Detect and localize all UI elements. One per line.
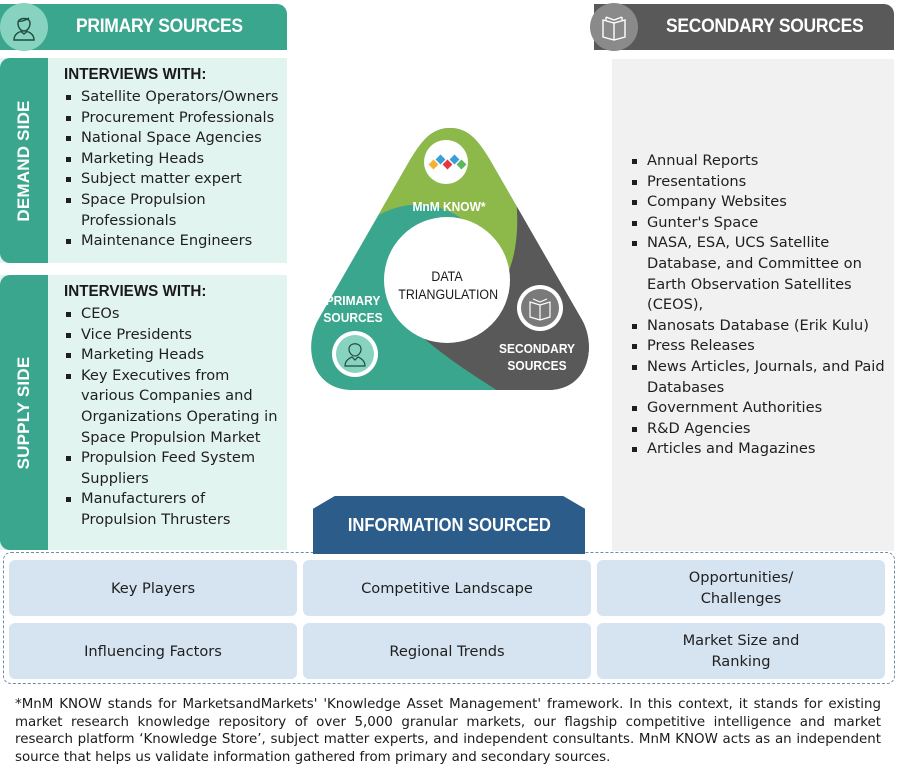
list-item: Company Websites bbox=[630, 192, 890, 213]
info-cell-label: Competitive Landscape bbox=[361, 579, 533, 597]
footnote: *MnM KNOW stands for MarketsandMarkets' … bbox=[15, 697, 881, 765]
supply-side-label: SUPPLY SIDE bbox=[14, 356, 33, 469]
list-item: News Articles, Journals, and Paid Databa… bbox=[630, 357, 890, 398]
info-cell-label: Regional Trends bbox=[389, 642, 505, 660]
demand-side-tab: DEMAND SIDE bbox=[0, 58, 48, 263]
info-cell: Influencing Factors bbox=[9, 623, 297, 679]
list-item: Procurement Professionals bbox=[64, 108, 283, 129]
info-cell-label: Key Players bbox=[110, 579, 196, 597]
person-icon bbox=[344, 343, 366, 367]
list-item: Marketing Heads bbox=[64, 345, 283, 366]
list-item: NASA, ESA, UCS Satellite Database, and C… bbox=[630, 233, 870, 315]
info-cell: Regional Trends bbox=[303, 623, 591, 679]
list-item: Manufacturers of Propulsion Thrusters bbox=[64, 489, 244, 530]
list-item: Marketing Heads bbox=[64, 149, 283, 170]
info-cell: Competitive Landscape bbox=[303, 560, 591, 616]
info-cell: Market Size and Ranking bbox=[597, 623, 885, 679]
triangle-graphic bbox=[311, 128, 589, 390]
secondary-sources-label: SECONDARY SOURCES bbox=[497, 340, 576, 374]
list-item: CEOs bbox=[64, 304, 283, 325]
list-item: Articles and Magazines bbox=[630, 439, 890, 460]
secondary-sources-panel: Annual Reports Presentations Company Web… bbox=[612, 59, 894, 551]
center-label-line2: TRIANGULATION bbox=[398, 287, 499, 302]
secondary-label-line1: SECONDARY bbox=[499, 341, 575, 356]
list-item: Satellite Operators/Owners bbox=[64, 87, 283, 108]
center-circle bbox=[384, 217, 510, 343]
information-sourced-title: INFORMATION SOURCED bbox=[347, 514, 551, 535]
secondary-header-icon-badge bbox=[590, 3, 638, 51]
information-sourced-tab: INFORMATION SOURCED bbox=[313, 496, 585, 554]
center-label-line1: DATA bbox=[431, 269, 463, 284]
list-item: Government Authorities bbox=[630, 398, 890, 419]
info-cell: Opportunities/ Challenges bbox=[597, 560, 885, 616]
list-item: National Space Agencies bbox=[64, 128, 283, 149]
primary-header-icon-badge bbox=[0, 3, 48, 51]
person-icon bbox=[13, 17, 35, 41]
list-item: Propulsion Feed System Suppliers bbox=[64, 448, 264, 489]
secondary-sources-header: SECONDARY SOURCES bbox=[590, 3, 894, 51]
list-item: Press Releases bbox=[630, 336, 890, 357]
supply-side-tab: SUPPLY SIDE bbox=[0, 275, 48, 550]
info-cell: Key Players bbox=[9, 560, 297, 616]
secondary-sources-title: SECONDARY SOURCES bbox=[666, 16, 864, 37]
list-item: Maintenance Engineers bbox=[64, 231, 283, 252]
primary-sources-label: PRIMARY SOURCES bbox=[321, 292, 385, 326]
primary-sources-title: PRIMARY SOURCES bbox=[76, 16, 243, 37]
list-item: Nanosats Database (Erik Kulu) bbox=[630, 316, 890, 337]
info-cell-label: Market Size and Ranking bbox=[682, 632, 800, 670]
demand-side-heading: INTERVIEWS WITH: bbox=[64, 66, 207, 83]
list-item: Space Propulsion Professionals bbox=[64, 190, 224, 231]
list-item: Annual Reports bbox=[630, 151, 890, 172]
list-item: Vice Presidents bbox=[64, 325, 283, 346]
secondary-sources-list: Annual Reports Presentations Company Web… bbox=[630, 151, 890, 460]
supply-side-list: CEOs Vice Presidents Marketing Heads Key… bbox=[64, 304, 283, 531]
demand-side-panel: DEMAND SIDE INTERVIEWS WITH: Satellite O… bbox=[0, 58, 287, 263]
info-cell-label: Influencing Factors bbox=[84, 642, 222, 660]
book-icon bbox=[529, 298, 551, 321]
demand-side-list: Satellite Operators/Owners Procurement P… bbox=[64, 87, 283, 252]
list-item: R&D Agencies bbox=[630, 419, 890, 440]
primary-label-line2: SOURCES bbox=[323, 310, 383, 325]
list-item: Presentations bbox=[630, 172, 890, 193]
mnm-know-label: MnM KNOW* bbox=[412, 199, 486, 214]
list-item: Key Executives from various Companies an… bbox=[64, 366, 279, 448]
info-cell-label: Opportunities/ Challenges bbox=[688, 569, 794, 607]
data-triangulation-diagram: MnM KNOW* DATA TRIANGULATION PRIMARY SOU… bbox=[300, 120, 600, 400]
book-icon bbox=[602, 16, 626, 41]
list-item: Subject matter expert bbox=[64, 169, 283, 190]
secondary-label-line2: SOURCES bbox=[507, 358, 567, 373]
supply-side-panel: SUPPLY SIDE INTERVIEWS WITH: CEOs Vice P… bbox=[0, 275, 287, 550]
center-label: DATA TRIANGULATION bbox=[398, 268, 499, 304]
demand-side-label: DEMAND SIDE bbox=[14, 99, 33, 222]
primary-sources-header: PRIMARY SOURCES bbox=[0, 3, 287, 51]
primary-label-line1: PRIMARY bbox=[325, 293, 381, 308]
list-item: Gunter's Space bbox=[630, 213, 890, 234]
supply-side-heading: INTERVIEWS WITH: bbox=[64, 283, 207, 300]
